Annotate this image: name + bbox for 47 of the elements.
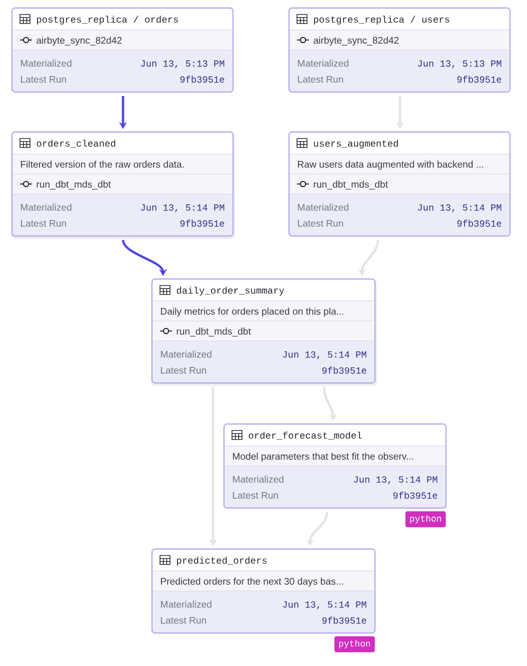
asset-description: Daily metrics for orders placed on this pla... <box>160 308 344 317</box>
field-value: Jun 13, 5:14 PM <box>283 351 366 360</box>
field-value: 9fb3951e <box>457 220 502 227</box>
asset-title: order_forecast_model <box>248 432 362 440</box>
field-value: 9fb3951e <box>393 492 438 499</box>
field-label: Latest Run <box>160 367 206 374</box>
field-label: Materialized <box>298 60 348 67</box>
field-value: Jun 13, 5:13 PM <box>418 60 502 68</box>
asset-description: Model parameters that best fit the observ... <box>232 452 414 462</box>
op-name: run_dbt_mds_dbt <box>36 180 111 190</box>
asset-title: orders_cleaned <box>36 140 116 148</box>
field-value: 9fb3951e <box>180 76 224 83</box>
field-value: 9fb3951e <box>457 76 502 83</box>
asset-description: Filtered version of the raw orders data. <box>20 160 184 168</box>
field-value: 9fb3951e <box>322 616 366 624</box>
field-value: 9fb3951e <box>322 366 366 374</box>
field-label: Materialized <box>160 600 212 608</box>
field-label: Latest Run <box>160 617 206 624</box>
op-name: run_dbt_mds_dbt <box>176 328 251 337</box>
field-value: 9fb3951e <box>180 220 224 227</box>
field-label: Materialized <box>20 204 72 211</box>
field-label: Materialized <box>232 476 284 483</box>
asset-description: Predicted orders for the next 30 days bas... <box>160 578 343 587</box>
op-name: run_dbt_mds_dbt <box>314 180 388 190</box>
field-value: Jun 13, 5:14 PM <box>354 476 438 484</box>
field-value: Jun 13, 5:14 PM <box>141 204 224 212</box>
field-label: Latest Run <box>232 492 278 499</box>
field-value: Jun 13, 5:14 PM <box>418 204 502 212</box>
tag-badge: python <box>334 636 375 652</box>
asset-title: users_augmented <box>314 140 398 149</box>
field-label: Materialized <box>298 204 348 211</box>
op-name: airbyte_sync_82d42 <box>36 36 122 46</box>
field-label: Materialized <box>160 350 212 358</box>
asset-title: daily_order_summary <box>176 286 284 296</box>
op-name: airbyte_sync_82d42 <box>314 36 399 46</box>
field-label: Latest Run <box>298 220 343 227</box>
field-value: Jun 13, 5:14 PM <box>283 601 366 610</box>
asset-description: Raw users data augmented with backend ... <box>298 160 484 170</box>
asset-title: postgres_replica / users <box>314 16 450 25</box>
field-label: Latest Run <box>20 220 66 227</box>
field-label: Latest Run <box>20 76 66 83</box>
field-label: Latest Run <box>298 76 343 83</box>
field-value: Jun 13, 5:13 PM <box>141 60 224 68</box>
field-label: Materialized <box>20 60 72 67</box>
tag-badge: python <box>405 511 446 528</box>
asset-title: postgres_replica / orders <box>37 16 178 25</box>
asset-title: predicted_orders <box>177 556 267 566</box>
